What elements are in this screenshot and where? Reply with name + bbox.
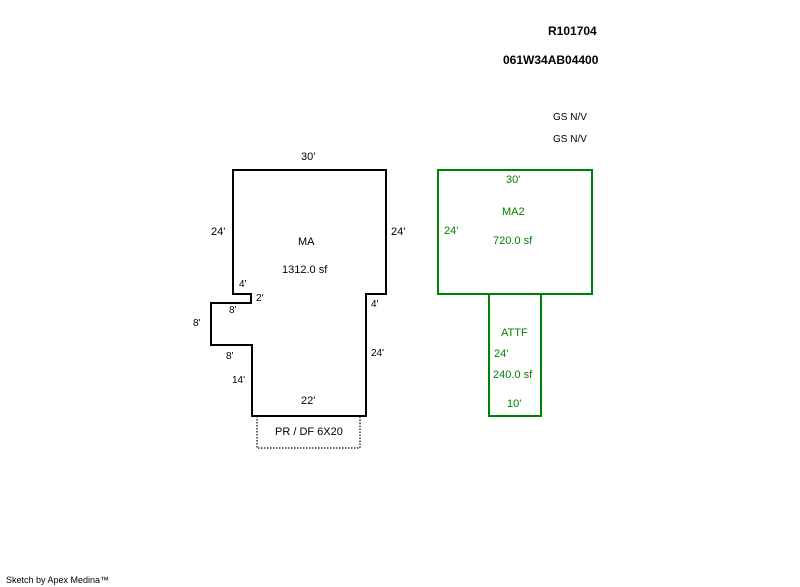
- ma2-outline: [437, 169, 593, 295]
- ma-outline: [210, 169, 387, 417]
- account-id: R101704: [548, 24, 597, 38]
- ma-dim-bump-side: 8': [193, 318, 201, 329]
- ma-dim-notch-side: 2': [256, 293, 264, 304]
- ma-dim-bottom: 22': [301, 395, 316, 407]
- ma-area-label: 1312.0 sf: [282, 264, 328, 276]
- sketch-credit: Sketch by Apex Medina™: [6, 575, 110, 585]
- ma-dim-bump-top: 8': [229, 305, 237, 316]
- ma-dim-right-upper: 24': [391, 226, 406, 238]
- legend-row: GS N/V: [553, 112, 587, 123]
- ma-dim-step-right: 4': [371, 299, 379, 310]
- legend-row: GS N/V: [553, 134, 587, 145]
- ma-dim-right-lower: 24': [371, 348, 385, 359]
- ma-dim-left-lower: 14': [232, 375, 246, 386]
- ma-dim-left-upper: 24': [211, 226, 226, 238]
- ma2-dim-top: 30': [506, 174, 521, 186]
- ma2-code-label: MA2: [502, 206, 525, 218]
- attf-dim-bottom: 10': [507, 398, 522, 410]
- ma-dim-top: 30': [301, 151, 316, 163]
- porch-outline: [256, 416, 361, 449]
- ma-code-label: MA: [298, 236, 315, 248]
- attf-dim-left: 24': [494, 348, 509, 360]
- ma2-area-label: 720.0 sf: [493, 235, 533, 247]
- porch-label: PR / DF 6X20: [275, 426, 343, 438]
- attf-outline: [488, 293, 542, 417]
- ma2-dim-left: 24': [444, 225, 459, 237]
- ma-dim-bump-bottom: 8': [226, 351, 234, 362]
- attf-code-label: ATTF: [501, 327, 528, 339]
- ma-dim-notch-top: 4': [239, 279, 247, 290]
- map-taxlot-number: 061W34AB04400: [503, 53, 599, 67]
- attf-area-label: 240.0 sf: [493, 369, 533, 381]
